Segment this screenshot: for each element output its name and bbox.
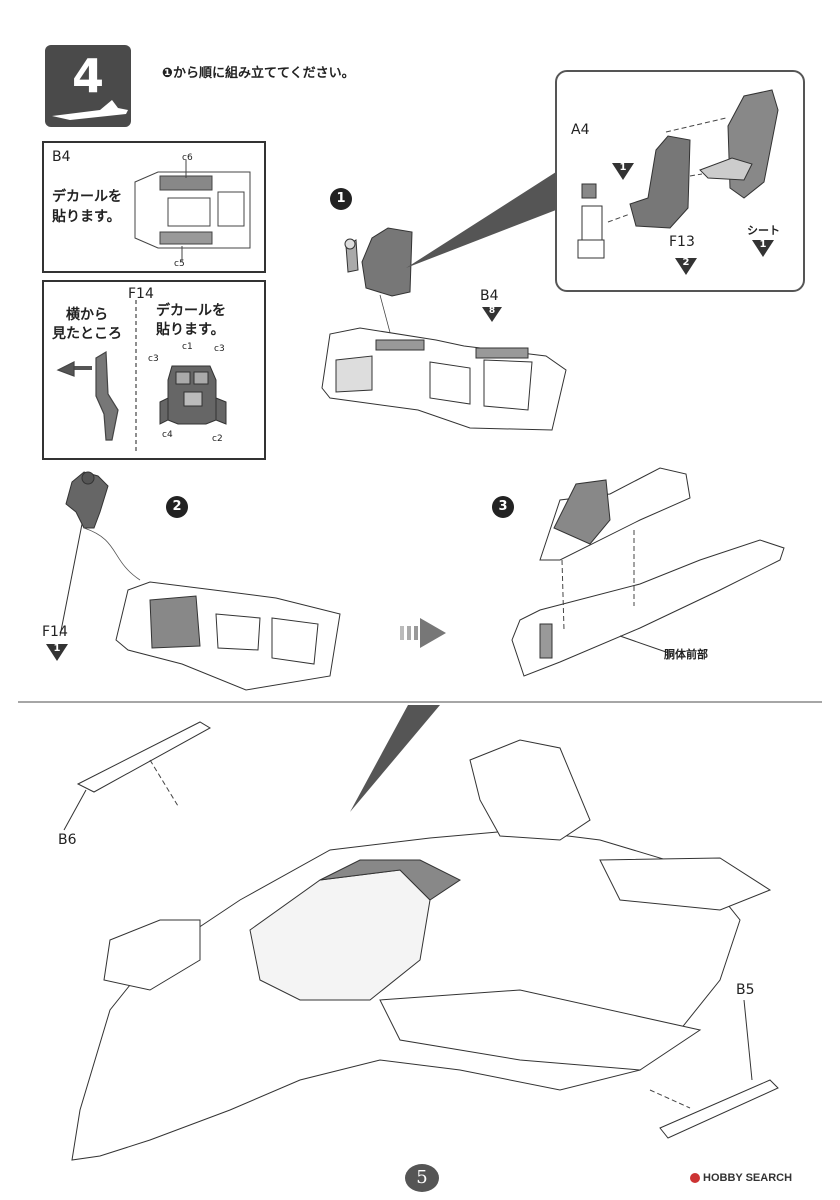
- decal-c2-label: c2: [212, 434, 223, 444]
- step1-marker: 1: [330, 188, 352, 210]
- seat-qty: 1: [759, 239, 767, 250]
- instruction: ❶から順に組み立ててください。: [162, 62, 355, 81]
- b6-panel-drawing: [76, 721, 212, 793]
- f14-box-part-label: F14: [128, 286, 154, 302]
- f13-label: F13: [669, 234, 695, 250]
- decal-c6-label: c6: [182, 153, 193, 163]
- instruction-marker: ❶: [162, 66, 174, 81]
- decal-c3-right-label: c3: [214, 344, 225, 354]
- a4-label: A4: [571, 122, 590, 138]
- watermark: HOBBY SEARCH: [690, 1172, 792, 1184]
- b4-decal-box: B4 デカールを 貼ります。 c6 c5: [42, 141, 266, 273]
- f14-decal-box: F14 横から 見たところ デカールを 貼ります。 c1 c3 c3 c4 c2: [42, 280, 266, 460]
- decal-c1-label: c1: [182, 342, 193, 352]
- step3-marker: 3: [492, 496, 514, 518]
- instruction-text: から順に組み立ててください。: [173, 66, 355, 81]
- f14-side-view-label: 横から 見たところ: [52, 307, 122, 342]
- step2-cockpit-tub-drawing: [115, 581, 341, 691]
- step-number: 4: [71, 49, 104, 103]
- a4-qty: 1: [619, 162, 627, 173]
- decal-c4-label: c4: [162, 430, 173, 440]
- seat-label: シート: [747, 224, 780, 237]
- f14-box-note: デカールを 貼ります。: [156, 303, 226, 338]
- f13-qty: 2: [682, 257, 690, 268]
- b5-panel-drawing: [659, 1079, 779, 1139]
- decal-c3-left-label: c3: [148, 354, 159, 364]
- decal-c5-label: c5: [174, 259, 185, 269]
- step1-ejection-seat-drawing: [344, 227, 413, 297]
- step1-b4-cockpit-tub-drawing: [321, 327, 567, 431]
- b4-box-part-label: B4: [52, 149, 71, 165]
- step2-marker: 2: [166, 496, 188, 518]
- step3-forward-fuselage-drawing: [511, 467, 785, 677]
- b4-box-note: デカールを 貼ります。: [52, 189, 122, 225]
- step1-b4-label: B4: [480, 288, 499, 304]
- page-number: 5: [405, 1164, 439, 1192]
- aircraft-fuselage-drawing: [71, 739, 772, 1161]
- b5-label: B5: [736, 982, 755, 998]
- watermark-text: HOBBY SEARCH: [703, 1172, 793, 1184]
- step-flow-arrow-icon: [400, 618, 446, 648]
- watermark-logo-icon: [690, 1173, 700, 1184]
- fuselage-front-label: 胴体前部: [664, 648, 708, 661]
- b6-label: B6: [58, 832, 77, 848]
- step2-f14-qty: 1: [53, 643, 61, 654]
- step1-b4-qty: 8: [488, 306, 496, 316]
- step2-pilot-figure-drawing: [65, 471, 109, 529]
- step2-f14-label: F14: [42, 624, 68, 640]
